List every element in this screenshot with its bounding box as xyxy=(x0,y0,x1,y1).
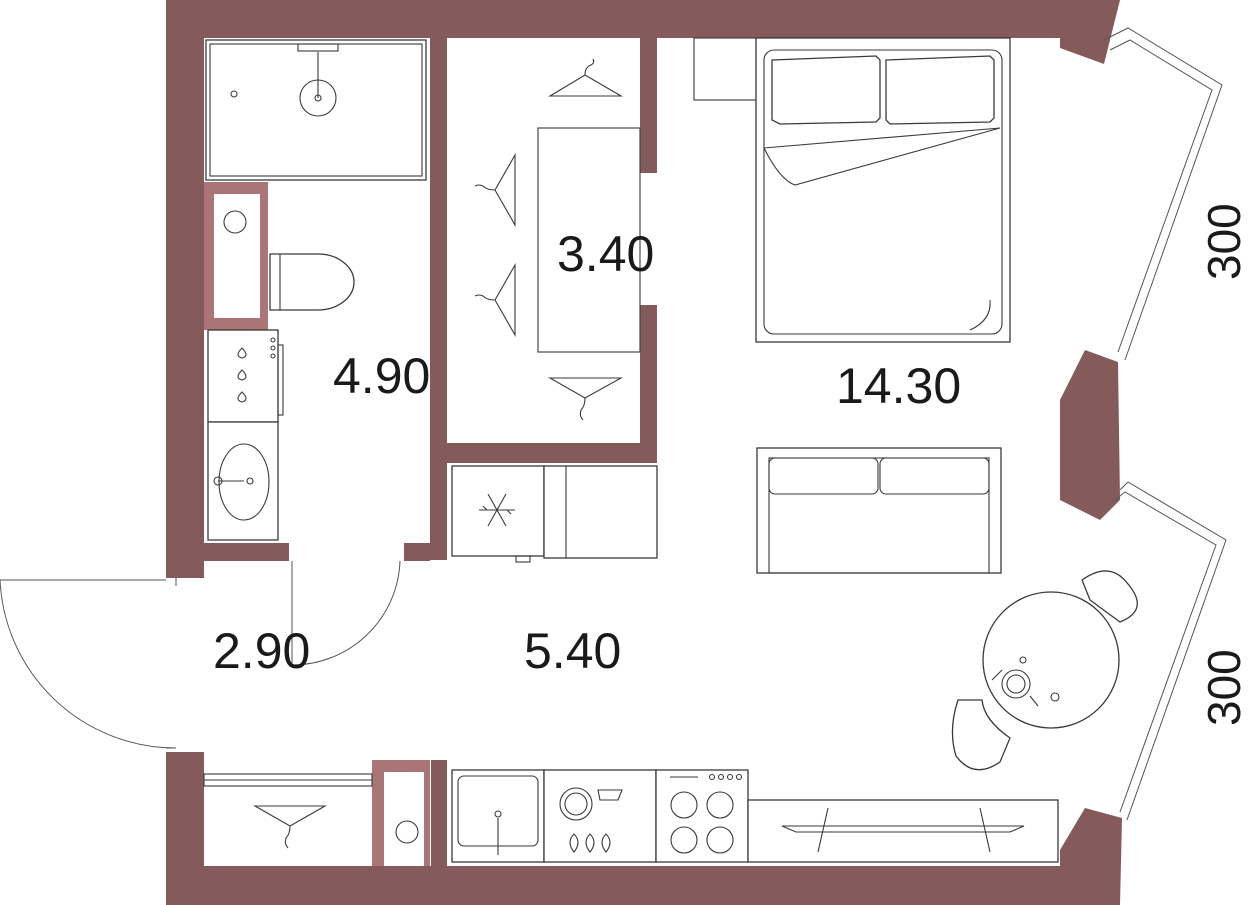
washbasin-icon xyxy=(207,421,279,541)
dishwasher-icon xyxy=(543,769,657,863)
hallway-area-label: 2.90 xyxy=(213,623,310,679)
bathroom-door-icon xyxy=(291,560,401,666)
bed-icon xyxy=(755,37,1011,343)
wardrobe-area-label: 3.40 xyxy=(557,226,654,282)
balcony-upper-dimension: 300 xyxy=(1198,203,1250,280)
hanger-icon xyxy=(474,262,516,338)
chair-icon xyxy=(1081,570,1138,623)
sink-icon xyxy=(223,210,247,234)
hanger-icon xyxy=(548,58,624,97)
bathroom-area-label: 4.90 xyxy=(333,348,430,404)
dining-table-icon xyxy=(982,591,1120,729)
walls xyxy=(166,0,1122,905)
kitchen-sink-icon xyxy=(451,769,545,863)
chair-icon xyxy=(951,699,1011,771)
toilet-icon xyxy=(269,253,355,311)
washing-machine-icon xyxy=(207,329,284,423)
shower-icon xyxy=(205,39,427,181)
kitchen-area-label: 5.40 xyxy=(524,623,621,679)
cooktop-icon xyxy=(655,769,749,863)
closet xyxy=(693,37,757,101)
boiler-icon xyxy=(395,820,419,844)
hanger-icon xyxy=(547,377,624,421)
wardrobe-rail xyxy=(537,127,641,353)
fridge-icon xyxy=(451,465,545,563)
sofa-icon xyxy=(756,447,1002,574)
balcony-lower-dimension: 300 xyxy=(1198,649,1250,726)
balcony-glazing xyxy=(1103,27,1227,821)
living-room-area-label: 14.30 xyxy=(836,358,961,414)
cabinet xyxy=(543,465,658,559)
hanger-icon xyxy=(474,152,516,228)
coat-rack xyxy=(203,773,373,849)
front-door-icon xyxy=(0,578,177,749)
kitchen-counter xyxy=(747,799,1059,863)
